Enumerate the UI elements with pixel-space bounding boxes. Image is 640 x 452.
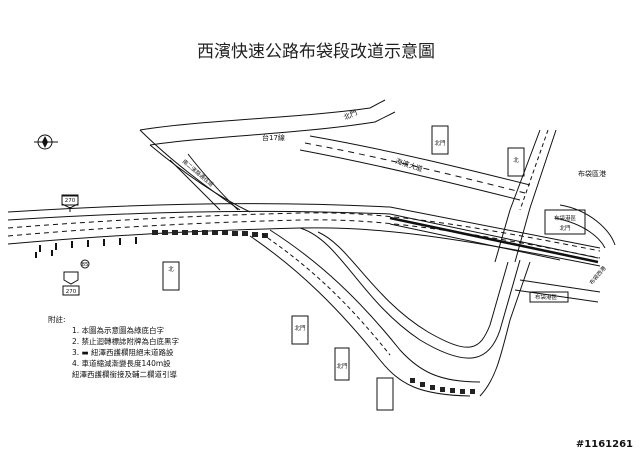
south-ramp bbox=[249, 229, 481, 397]
shield-270-top-text: 270 bbox=[65, 198, 76, 204]
post-signs bbox=[162, 125, 525, 411]
route17-road bbox=[139, 99, 396, 213]
note-4: 4. 車道縮減漸變長度140m設 bbox=[72, 358, 171, 368]
note-5: 紐澤西護欄銜接及輔二欄道引導 bbox=[72, 369, 177, 379]
sign-north-4: 北門 bbox=[434, 139, 446, 147]
direction-signboard bbox=[544, 209, 586, 235]
note-1: 1. 本圖為示意圖為綠底白字 bbox=[72, 325, 164, 335]
signboard-north: 北門 bbox=[559, 224, 571, 232]
east-lanes bbox=[514, 279, 601, 303]
interchange-ramp bbox=[169, 153, 239, 211]
lane-markers bbox=[35, 237, 137, 258]
main-expressway bbox=[7, 203, 601, 267]
arrow-signboard bbox=[529, 291, 569, 303]
note-2: 2. 禁止迴轉標誌附牌為白底黑字 bbox=[72, 336, 179, 346]
watermark: #1161261 bbox=[576, 439, 633, 450]
notes-heading: 附註: bbox=[48, 314, 66, 324]
label-budai-port: 布袋區港 bbox=[578, 169, 606, 178]
arrow-signboard-text: 布袋港區 bbox=[535, 293, 558, 301]
sign-north-2: 北門 bbox=[294, 324, 306, 332]
route-270-shield-bottom bbox=[62, 271, 80, 296]
cross-road bbox=[494, 129, 616, 263]
note-3: 3. ▬ 紐澤西護欄阻絕末道路設 bbox=[72, 347, 174, 357]
loop-ramp bbox=[299, 227, 531, 397]
north-arrow-icon bbox=[34, 134, 58, 150]
label-budai-west: 布袋西港 bbox=[587, 264, 608, 286]
diagram-title: 西濱快速公路布袋段改道示意圖 bbox=[197, 42, 435, 62]
label-route17: 台17線 bbox=[262, 133, 285, 142]
signboard-budai: 布袋港區 bbox=[554, 214, 577, 222]
route-270-shield-top bbox=[61, 194, 79, 209]
sign-north-1: 北 bbox=[168, 265, 174, 273]
circle-sign-text: 85 bbox=[82, 262, 89, 268]
circle-sign-icon bbox=[80, 259, 90, 269]
sign-north-5: 北 bbox=[513, 156, 519, 164]
shield-270-bottom-text: 270 bbox=[66, 289, 77, 295]
barrier-blocks bbox=[152, 230, 475, 394]
haibin-road bbox=[299, 135, 531, 201]
sign-north-3: 北門 bbox=[336, 362, 348, 370]
